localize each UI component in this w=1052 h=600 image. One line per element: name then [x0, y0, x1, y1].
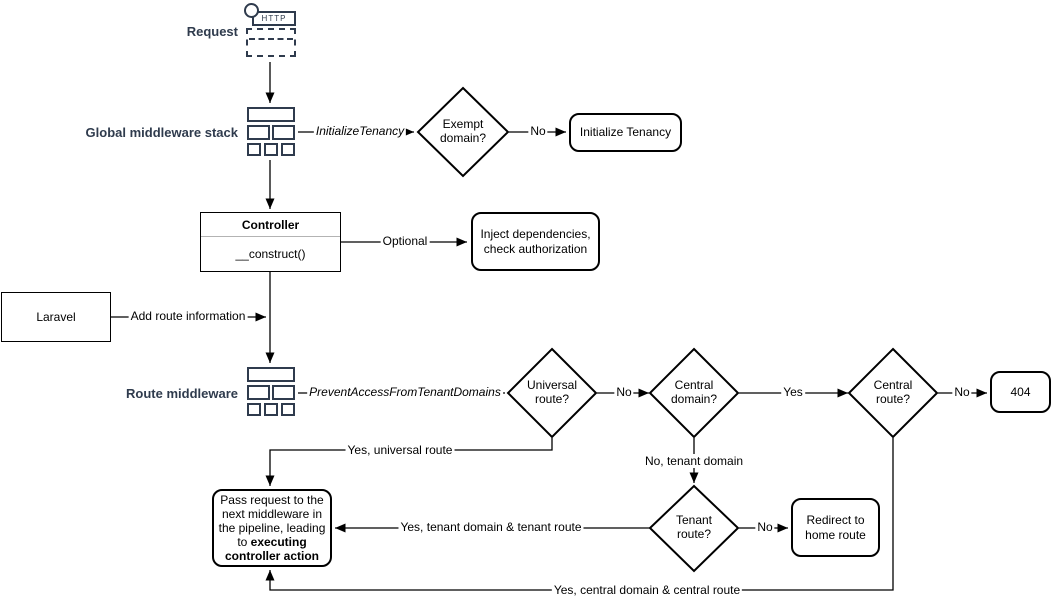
diamond-exempt-domain — [416, 86, 510, 178]
diamond-central-route — [847, 347, 939, 439]
edge-label-central-route-no: No — [952, 385, 972, 399]
tenant-route-label: Tenant route? — [675, 513, 713, 541]
edge-label-yes-universal-route: Yes, universal route — [345, 443, 455, 457]
controller-constructor: __construct() — [235, 247, 306, 261]
node-pass-request: Pass request to the next middleware in t… — [212, 489, 332, 567]
global-middleware-stack-label: Global middleware stack — [85, 125, 238, 140]
route-middleware-stack-icon — [245, 367, 297, 419]
pass-request-text: Pass request to the next middleware in t… — [218, 492, 326, 564]
edge-label-tenant-no: No — [755, 520, 775, 534]
global-middleware-stack-icon — [245, 107, 297, 159]
diamond-central-domain — [648, 347, 740, 439]
node-redirect-home: Redirect to home route — [791, 498, 880, 557]
request-circle-icon — [244, 3, 259, 18]
route-middleware-label: Route middleware — [126, 386, 238, 401]
diamond-tenant-route — [648, 484, 740, 573]
edge-label-yes-tenant-route: Yes, tenant domain & tenant route — [398, 520, 584, 534]
request-label: Request — [186, 24, 238, 39]
edge-label-exempt-no: No — [528, 124, 548, 138]
http-bar-icon: HTTP — [252, 11, 296, 26]
request-body-icon — [246, 28, 296, 57]
node-404: 404 — [990, 371, 1051, 413]
request-body-divider — [249, 38, 293, 40]
edge-label-optional: Optional — [380, 234, 430, 248]
node-controller: Controller __construct() — [200, 212, 341, 272]
node-inject-dependencies: Inject dependencies, check authorization — [471, 212, 600, 271]
edge-label-yes-central-route: Yes, central domain & central route — [551, 583, 743, 597]
universal-route-label: Universal route? — [526, 378, 577, 406]
edge-label-add-route-information: Add route information — [128, 309, 248, 323]
edge-label-prevent-access: PreventAccessFromTenantDomains — [307, 385, 503, 399]
central-domain-label: Central domain? — [670, 378, 718, 406]
edge-label-central-domain-yes: Yes — [781, 385, 805, 399]
diamond-universal-route — [506, 347, 598, 439]
controller-title: Controller — [201, 213, 340, 237]
node-initialize-tenancy: Initialize Tenancy — [569, 113, 682, 152]
pass-request-bold-text: executing controller action — [224, 535, 319, 564]
exempt-domain-label: Exempt domain? — [439, 117, 487, 145]
edge-label-universal-no: No — [614, 385, 634, 399]
http-request-icon: HTTP — [240, 3, 300, 59]
node-laravel: Laravel — [1, 292, 111, 342]
central-route-label: Central route? — [873, 378, 913, 406]
edge-label-initialize-tenancy: InitializeTenancy — [313, 124, 407, 138]
edge-label-no-tenant-domain: No, tenant domain — [642, 454, 746, 468]
